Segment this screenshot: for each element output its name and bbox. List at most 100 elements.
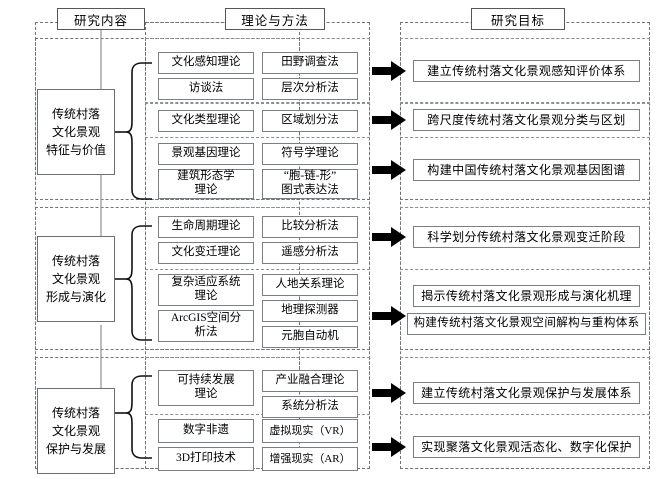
goal-box[interactable]: 实现聚落文化景观活态化、数字化保护 xyxy=(413,436,640,458)
method-box[interactable]: 符号学理论 xyxy=(262,143,358,165)
goal-label: 科学划分传统村落文化景观变迁阶段 xyxy=(427,229,626,244)
theory-label: 建筑形态学 理论 xyxy=(177,170,235,196)
goal-box[interactable]: 跨尺度传统村落文化景观分类与区划 xyxy=(413,109,640,131)
goal-label: 建立传统村落文化景观感知评价体系 xyxy=(427,63,626,78)
method-box[interactable]: 地理探测器 xyxy=(262,300,358,322)
theory-box[interactable]: 生命周期理论 xyxy=(158,216,254,238)
goal-box[interactable]: 科学划分传统村落文化景观变迁阶段 xyxy=(413,226,640,248)
theme-box-section-3[interactable]: 传统村落 文化景观 保护与发展 xyxy=(37,388,115,474)
section-2-goal-group-1-divider xyxy=(400,207,650,270)
header-research-content: 研究内容 xyxy=(57,8,145,30)
method-box[interactable]: “胞-链-形” 图式表达法 xyxy=(262,169,358,199)
method-box[interactable]: 人地关系理论 xyxy=(262,274,358,296)
arrow-section-1-group-1 xyxy=(372,61,406,81)
theory-box[interactable]: 文化类型理论 xyxy=(158,110,254,132)
goal-label: 实现聚落文化景观活态化、数字化保护 xyxy=(421,439,632,454)
section-1-group-1-divider xyxy=(145,38,370,103)
arrow-section-2-group-1 xyxy=(372,227,406,247)
arrow-section-2-group-2 xyxy=(372,306,406,326)
theme-box-section-2[interactable]: 传统村落 文化景观 形成与演化 xyxy=(37,236,115,322)
header-research-goal-label: 研究目标 xyxy=(490,13,545,28)
method-label: 人地关系理论 xyxy=(275,278,345,291)
theory-label: 3D打印技术 xyxy=(175,452,237,465)
arrow-section-1-group-2 xyxy=(372,110,406,130)
theme-line: 特征与价值 xyxy=(45,143,106,157)
section-1-goal-group-2-divider xyxy=(400,103,650,138)
method-label: 元胞自动机 xyxy=(281,330,339,343)
method-label: 遥感分析法 xyxy=(281,246,339,259)
method-label: 地理探测器 xyxy=(281,304,339,317)
header-research-content-label: 研究内容 xyxy=(73,13,128,28)
goal-box[interactable]: 构建传统村落文化景观空间解构与重构体系 xyxy=(407,313,646,335)
goal-label: 构建中国传统村落文化景观基因图谱 xyxy=(427,162,626,177)
theory-label: 文化变迁理论 xyxy=(171,246,241,259)
method-label: 系统分析法 xyxy=(281,400,339,413)
method-label: 符号学理论 xyxy=(281,147,339,160)
method-box[interactable]: 虚拟现实（VR） xyxy=(262,419,358,443)
theme-line: 文化景观 xyxy=(51,272,100,286)
theme-line: 保护与发展 xyxy=(45,442,106,456)
theme-line: 形成与演化 xyxy=(45,290,106,304)
method-label: “胞-链-形” 图式表达法 xyxy=(281,170,339,196)
theory-box[interactable]: ArcGIS空间分 析法 xyxy=(158,310,254,342)
theory-box[interactable]: 文化变迁理论 xyxy=(158,242,254,264)
section-1-goal-group-1-divider xyxy=(400,38,650,103)
method-label: 田野调查法 xyxy=(281,56,339,69)
theory-label: 文化感知理论 xyxy=(171,56,241,69)
theme-line: 文化景观 xyxy=(51,125,100,139)
theme-line: 传统村落 xyxy=(51,107,100,121)
section-3-group-1-divider xyxy=(145,357,370,415)
method-label: 层次分析法 xyxy=(281,82,339,95)
theory-label: ArcGIS空间分 析法 xyxy=(170,312,242,338)
method-box[interactable]: 区域划分法 xyxy=(262,110,358,132)
theme-box-section-1[interactable]: 传统村落 文化景观 特征与价值 xyxy=(37,89,115,175)
method-label: 虚拟现实（VR） xyxy=(269,424,351,437)
method-box[interactable]: 比较分析法 xyxy=(262,216,358,238)
theory-label: 可持续发展 理论 xyxy=(177,374,235,400)
arrow-section-3-group-2 xyxy=(372,437,406,457)
method-box[interactable]: 系统分析法 xyxy=(262,396,358,418)
header-research-goal: 研究目标 xyxy=(471,8,565,30)
header-theory-method-label: 理论与方法 xyxy=(241,13,309,28)
theory-label: 复杂适应系统 理论 xyxy=(171,276,241,302)
method-label: 产业融合理论 xyxy=(275,374,345,387)
section-3-goal-group-1-divider xyxy=(400,357,650,415)
theory-box[interactable]: 复杂适应系统 理论 xyxy=(158,274,254,306)
goal-label: 揭示传统村落文化景观形成与演化机理 xyxy=(421,288,632,303)
theory-box[interactable]: 建筑形态学 理论 xyxy=(158,169,254,199)
goal-box[interactable]: 构建中国传统村落文化景观基因图谱 xyxy=(413,159,640,181)
theme-line: 传统村落 xyxy=(51,254,100,268)
theory-box[interactable]: 文化感知理论 xyxy=(158,52,254,74)
theory-box[interactable]: 数字非遗 xyxy=(158,419,254,443)
section-2-group-1-divider xyxy=(145,207,370,270)
goal-label: 构建传统村落文化景观空间解构与重构体系 xyxy=(413,317,640,330)
method-box[interactable]: 产业融合理论 xyxy=(262,370,358,392)
section-1-group-2-divider xyxy=(145,103,370,138)
theory-box[interactable]: 访谈法 xyxy=(158,78,254,100)
method-box[interactable]: 层次分析法 xyxy=(262,78,358,100)
theory-label: 景观基因理论 xyxy=(171,147,241,160)
method-box[interactable]: 田野调查法 xyxy=(262,52,358,74)
goal-box[interactable]: 揭示传统村落文化景观形成与演化机理 xyxy=(413,285,640,307)
goal-label: 跨尺度传统村落文化景观分类与区划 xyxy=(427,112,626,127)
theory-label: 访谈法 xyxy=(188,82,224,95)
arrow-section-1-group-3 xyxy=(372,160,406,180)
header-theory-method: 理论与方法 xyxy=(225,8,325,30)
goal-label: 建立传统村落文化景观保护与发展体系 xyxy=(421,385,632,400)
theory-box[interactable]: 可持续发展 理论 xyxy=(158,370,254,406)
arrow-section-3-group-1 xyxy=(372,383,406,403)
method-label: 比较分析法 xyxy=(281,220,339,233)
theory-label: 文化类型理论 xyxy=(171,114,241,127)
method-label: 区域划分法 xyxy=(281,114,339,127)
theory-box[interactable]: 景观基因理论 xyxy=(158,143,254,165)
theme-line: 传统村落 xyxy=(51,406,100,420)
goal-box[interactable]: 建立传统村落文化景观感知评价体系 xyxy=(413,60,640,82)
theory-box[interactable]: 3D打印技术 xyxy=(158,447,254,471)
method-box[interactable]: 元胞自动机 xyxy=(262,326,358,348)
method-box[interactable]: 增强现实（AR） xyxy=(262,447,358,471)
method-label: 增强现实（AR） xyxy=(269,452,351,465)
goal-box[interactable]: 建立传统村落文化景观保护与发展体系 xyxy=(413,382,640,404)
method-box[interactable]: 遥感分析法 xyxy=(262,242,358,264)
theory-label: 生命周期理论 xyxy=(171,220,241,233)
